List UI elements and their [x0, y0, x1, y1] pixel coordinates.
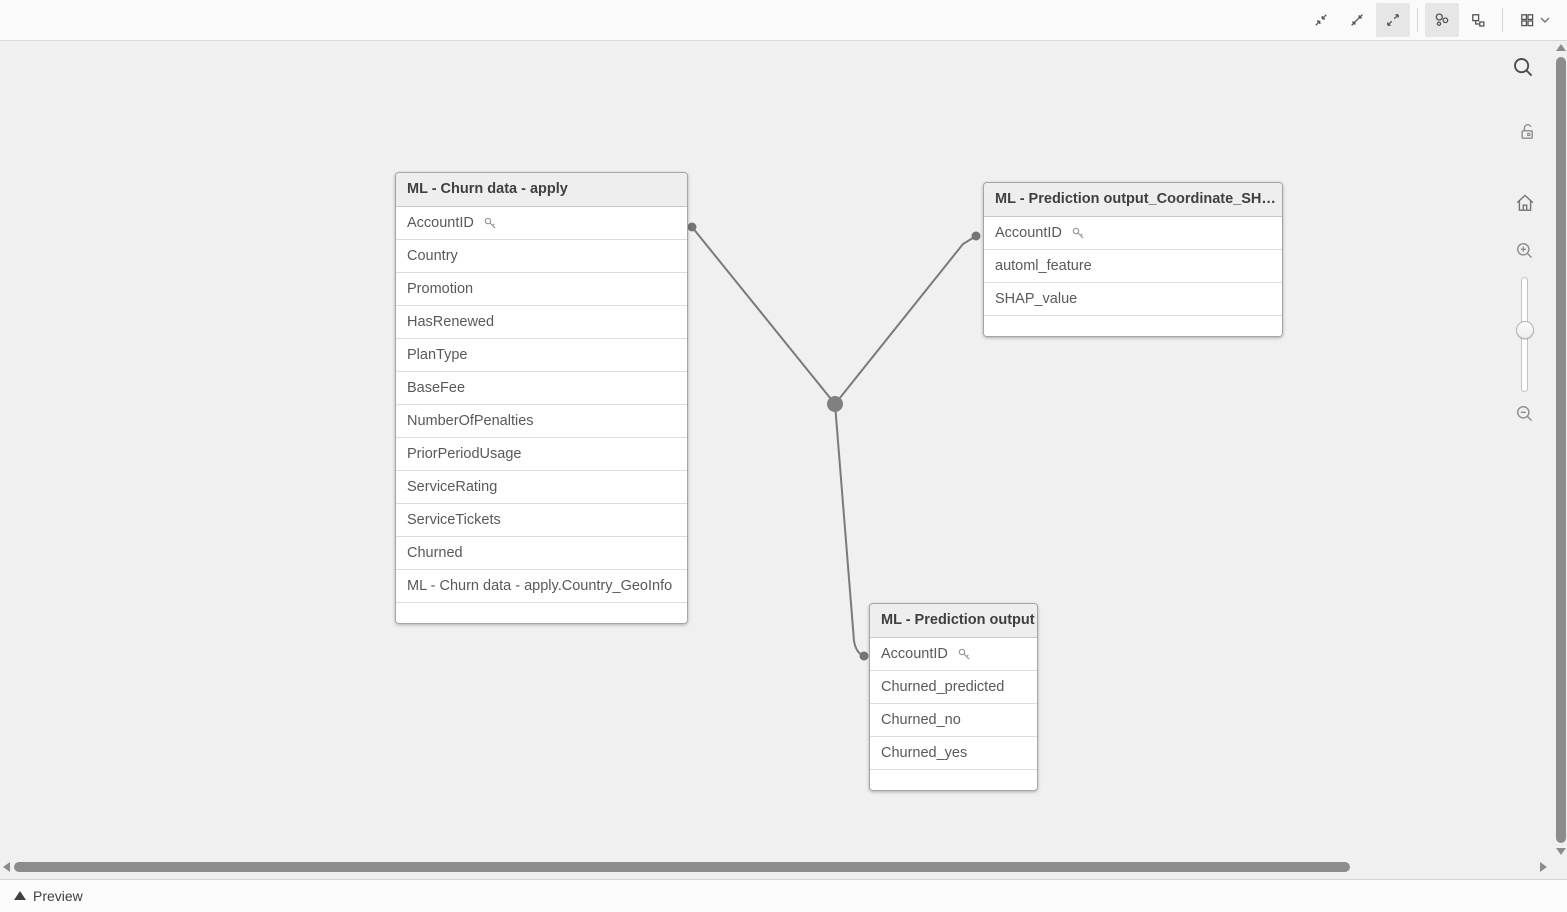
- home-icon: [1514, 194, 1536, 218]
- zoom-in-button[interactable]: [1515, 241, 1535, 266]
- table-field-row[interactable]: Country: [396, 240, 687, 273]
- home-button[interactable]: [1514, 192, 1536, 219]
- scroll-left-arrow[interactable]: [3, 862, 10, 872]
- collapse-all-icon: [1349, 12, 1365, 28]
- field-name: PriorPeriodUsage: [407, 446, 522, 462]
- table-field-row[interactable]: ServiceTickets: [396, 504, 687, 537]
- key-icon: [483, 216, 498, 231]
- bubble-layout-icon: [1434, 12, 1450, 28]
- table-field-row[interactable]: Churned_yes: [870, 737, 1037, 770]
- table-card-prediction-output-coordinate[interactable]: ML - Prediction output_Coordinate_SH… Ac…: [983, 182, 1283, 337]
- collapse-all-button[interactable]: [1340, 3, 1374, 37]
- table-field-row[interactable]: PlanType: [396, 339, 687, 372]
- zoom-in-icon: [1515, 243, 1535, 265]
- scroll-right-arrow[interactable]: [1540, 862, 1547, 872]
- table-footer: [870, 770, 1037, 790]
- field-name: BaseFee: [407, 380, 466, 396]
- field-name: Promotion: [407, 281, 474, 297]
- table-field-row[interactable]: Churned_no: [870, 704, 1037, 737]
- table-field-row[interactable]: Promotion: [396, 273, 687, 306]
- table-card-prediction-output[interactable]: ML - Prediction output AccountID Churned_…: [869, 603, 1038, 791]
- connector-endpoint: [859, 651, 869, 661]
- field-name: Churned: [407, 545, 463, 561]
- field-name: Churned_yes: [881, 745, 968, 761]
- association-junction[interactable]: [827, 396, 843, 412]
- horizontal-scrollbar[interactable]: [0, 857, 1553, 879]
- table-field-row[interactable]: AccountID: [870, 638, 1037, 671]
- field-name: NumberOfPenalties: [407, 413, 534, 429]
- table-field-row[interactable]: NumberOfPenalties: [396, 405, 687, 438]
- chevron-down-icon: [1540, 16, 1550, 24]
- field-name: Country: [407, 248, 458, 264]
- search-button[interactable]: [1512, 56, 1535, 84]
- table-field-row[interactable]: AccountID: [984, 217, 1282, 250]
- field-name: AccountID: [407, 215, 474, 231]
- collapse-button[interactable]: [1304, 3, 1338, 37]
- grid-menu-icon: [1519, 12, 1535, 28]
- data-model-canvas[interactable]: ML - Churn data - apply AccountID Country…: [0, 41, 1567, 879]
- vertical-scrollbar[interactable]: [1554, 41, 1567, 861]
- table-footer: [984, 316, 1282, 336]
- preview-toggle[interactable]: Preview: [0, 879, 1567, 912]
- field-name: ML - Churn data - apply.Country_GeoInfo: [407, 578, 673, 594]
- zoom-out-icon: [1515, 406, 1535, 428]
- field-name: ServiceTickets: [407, 512, 501, 528]
- table-field-row[interactable]: automl_feature: [984, 250, 1282, 283]
- bubble-layout-button[interactable]: [1425, 3, 1459, 37]
- key-icon: [1071, 226, 1086, 241]
- layout-menu-button[interactable]: [1510, 3, 1558, 37]
- connector-endpoint: [971, 231, 981, 241]
- table-field-row[interactable]: ML - Churn data - apply.Country_GeoInfo: [396, 570, 687, 603]
- field-name: ServiceRating: [407, 479, 498, 495]
- field-name: automl_feature: [995, 258, 1092, 274]
- field-name: AccountID: [881, 646, 948, 662]
- table-field-row[interactable]: BaseFee: [396, 372, 687, 405]
- field-name: Churned_no: [881, 712, 961, 728]
- table-field-row[interactable]: AccountID: [396, 207, 687, 240]
- unlock-icon: [1517, 124, 1538, 146]
- connector-endpoint: [687, 222, 697, 232]
- field-name: Churned_predicted: [881, 679, 1005, 695]
- top-toolbar: [0, 0, 1567, 41]
- expand-icon: [1385, 12, 1401, 28]
- scroll-up-arrow[interactable]: [1556, 44, 1566, 51]
- field-name: AccountID: [995, 225, 1062, 241]
- collapse-icon: [1313, 12, 1329, 28]
- association-lines: [687, 222, 981, 661]
- scroll-down-arrow[interactable]: [1556, 848, 1566, 855]
- toolbar-separator: [1502, 8, 1503, 32]
- grid-layout-icon: [1470, 12, 1486, 28]
- table-field-row[interactable]: HasRenewed: [396, 306, 687, 339]
- field-name: PlanType: [407, 347, 468, 363]
- table-title[interactable]: ML - Churn data - apply: [396, 173, 687, 207]
- zoom-slider-thumb[interactable]: [1516, 321, 1534, 339]
- table-field-row[interactable]: ServiceRating: [396, 471, 687, 504]
- table-field-row[interactable]: Churned_predicted: [870, 671, 1037, 704]
- table-card-churn-data-apply[interactable]: ML - Churn data - apply AccountID Country…: [395, 172, 688, 624]
- table-field-row[interactable]: PriorPeriodUsage: [396, 438, 687, 471]
- expand-button[interactable]: [1376, 3, 1410, 37]
- table-field-row[interactable]: SHAP_value: [984, 283, 1282, 316]
- search-icon: [1512, 58, 1535, 83]
- field-name: SHAP_value: [995, 291, 1078, 307]
- triangle-up-icon: [14, 887, 26, 905]
- table-title[interactable]: ML - Prediction output_Coordinate_SH…: [984, 183, 1282, 217]
- table-footer: [396, 603, 687, 623]
- table-title[interactable]: ML - Prediction output: [870, 604, 1037, 638]
- preview-label: Preview: [33, 888, 83, 904]
- field-name: HasRenewed: [407, 314, 495, 330]
- grid-layout-button[interactable]: [1461, 3, 1495, 37]
- zoom-out-button[interactable]: [1515, 404, 1535, 429]
- toolbar-separator: [1417, 8, 1418, 32]
- table-field-row[interactable]: Churned: [396, 537, 687, 570]
- lock-toggle-button[interactable]: [1517, 121, 1538, 147]
- key-icon: [957, 647, 972, 662]
- vertical-scrollbar-thumb[interactable]: [1556, 57, 1566, 843]
- horizontal-scrollbar-thumb[interactable]: [14, 862, 1350, 872]
